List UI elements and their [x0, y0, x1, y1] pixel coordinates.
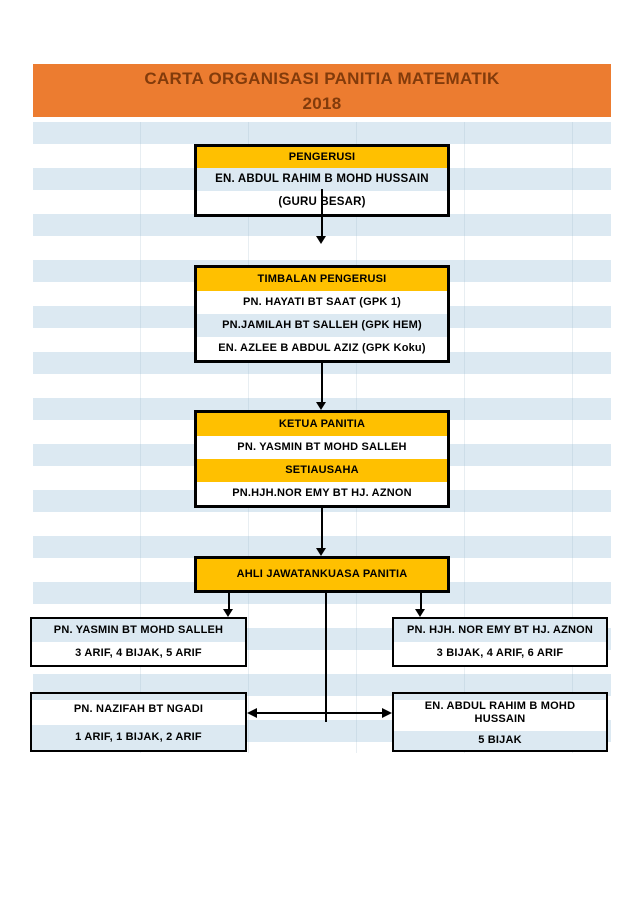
arrowhead-down-1-icon	[316, 236, 326, 244]
connector-pengerusi-timbalan	[320, 189, 324, 236]
pengerusi-role-label: PENGERUSI	[197, 147, 447, 168]
ahli-role-label: AHLI JAWATANKUASA PANITIA	[197, 559, 447, 590]
member-noremy-classes: 3 BIJAK, 4 ARIF, 6 ARIF	[394, 642, 606, 665]
chart-title-line1: CARTA ORGANISASI PANITIA MATEMATIK	[144, 69, 500, 88]
box-timbalan-pengerusi: TIMBALAN PENGERUSI PN. HAYATI BT SAAT (G…	[194, 265, 450, 363]
box-member-nazifah: PN. NAZIFAH BT NGADI 1 ARIF, 1 BIJAK, 2 …	[30, 692, 247, 752]
member-noremy-name: PN. HJH. NOR EMY BT HJ. AZNON	[394, 619, 606, 642]
arrowhead-down-right-icon	[415, 609, 425, 617]
ketua-role-label: KETUA PANITIA	[197, 413, 447, 436]
arrowhead-down-2-icon	[316, 402, 326, 410]
setiausaha-role-label: SETIAUSAHA	[197, 459, 447, 482]
member-yasmin-name: PN. YASMIN BT MOHD SALLEH	[32, 619, 245, 642]
connector-ahli-center	[324, 593, 328, 722]
timbalan-member-2: PN.JAMILAH BT SALLEH (GPK HEM)	[197, 314, 447, 337]
pengerusi-name: EN. ABDUL RAHIM B MOHD HUSSAIN	[197, 168, 447, 191]
box-ketua-panitia: KETUA PANITIA PN. YASMIN BT MOHD SALLEH …	[194, 410, 450, 508]
arrowhead-right-icon	[382, 708, 392, 718]
arrowhead-left-icon	[247, 708, 257, 718]
connector-timbalan-ketua	[320, 363, 324, 402]
ketua-name: PN. YASMIN BT MOHD SALLEH	[197, 436, 447, 459]
box-member-noremy: PN. HJH. NOR EMY BT HJ. AZNON 3 BIJAK, 4…	[392, 617, 608, 667]
timbalan-member-3: EN. AZLEE B ABDUL AZIZ (GPK Koku)	[197, 337, 447, 360]
member-abdulrahim-name: EN. ABDUL RAHIM B MOHD HUSSAIN	[394, 694, 606, 731]
box-member-abdulrahim: EN. ABDUL RAHIM B MOHD HUSSAIN 5 BIJAK	[392, 692, 608, 752]
arrowhead-down-3-icon	[316, 548, 326, 556]
member-yasmin-classes: 3 ARIF, 4 BIJAK, 5 ARIF	[32, 642, 245, 665]
connector-horizontal	[257, 711, 385, 715]
timbalan-member-1: PN. HAYATI BT SAAT (GPK 1)	[197, 291, 447, 314]
connector-ahli-right	[419, 593, 423, 609]
setiausaha-name: PN.HJH.NOR EMY BT HJ. AZNON	[197, 482, 447, 505]
member-nazifah-classes: 1 ARIF, 1 BIJAK, 2 ARIF	[32, 725, 245, 750]
arrowhead-down-left-icon	[223, 609, 233, 617]
box-pengerusi: PENGERUSI EN. ABDUL RAHIM B MOHD HUSSAIN…	[194, 144, 450, 217]
chart-title-banner: CARTA ORGANISASI PANITIA MATEMATIK 2018	[33, 64, 611, 117]
box-member-yasmin: PN. YASMIN BT MOHD SALLEH 3 ARIF, 4 BIJA…	[30, 617, 247, 667]
connector-ahli-left	[227, 593, 231, 609]
member-nazifah-name: PN. NAZIFAH BT NGADI	[32, 694, 245, 725]
member-abdulrahim-classes: 5 BIJAK	[394, 731, 606, 750]
chart-title-year: 2018	[302, 94, 342, 113]
box-ahli-jawatankuasa: AHLI JAWATANKUASA PANITIA	[194, 556, 450, 593]
connector-ketua-ahli	[320, 508, 324, 548]
timbalan-role-label: TIMBALAN PENGERUSI	[197, 268, 447, 291]
